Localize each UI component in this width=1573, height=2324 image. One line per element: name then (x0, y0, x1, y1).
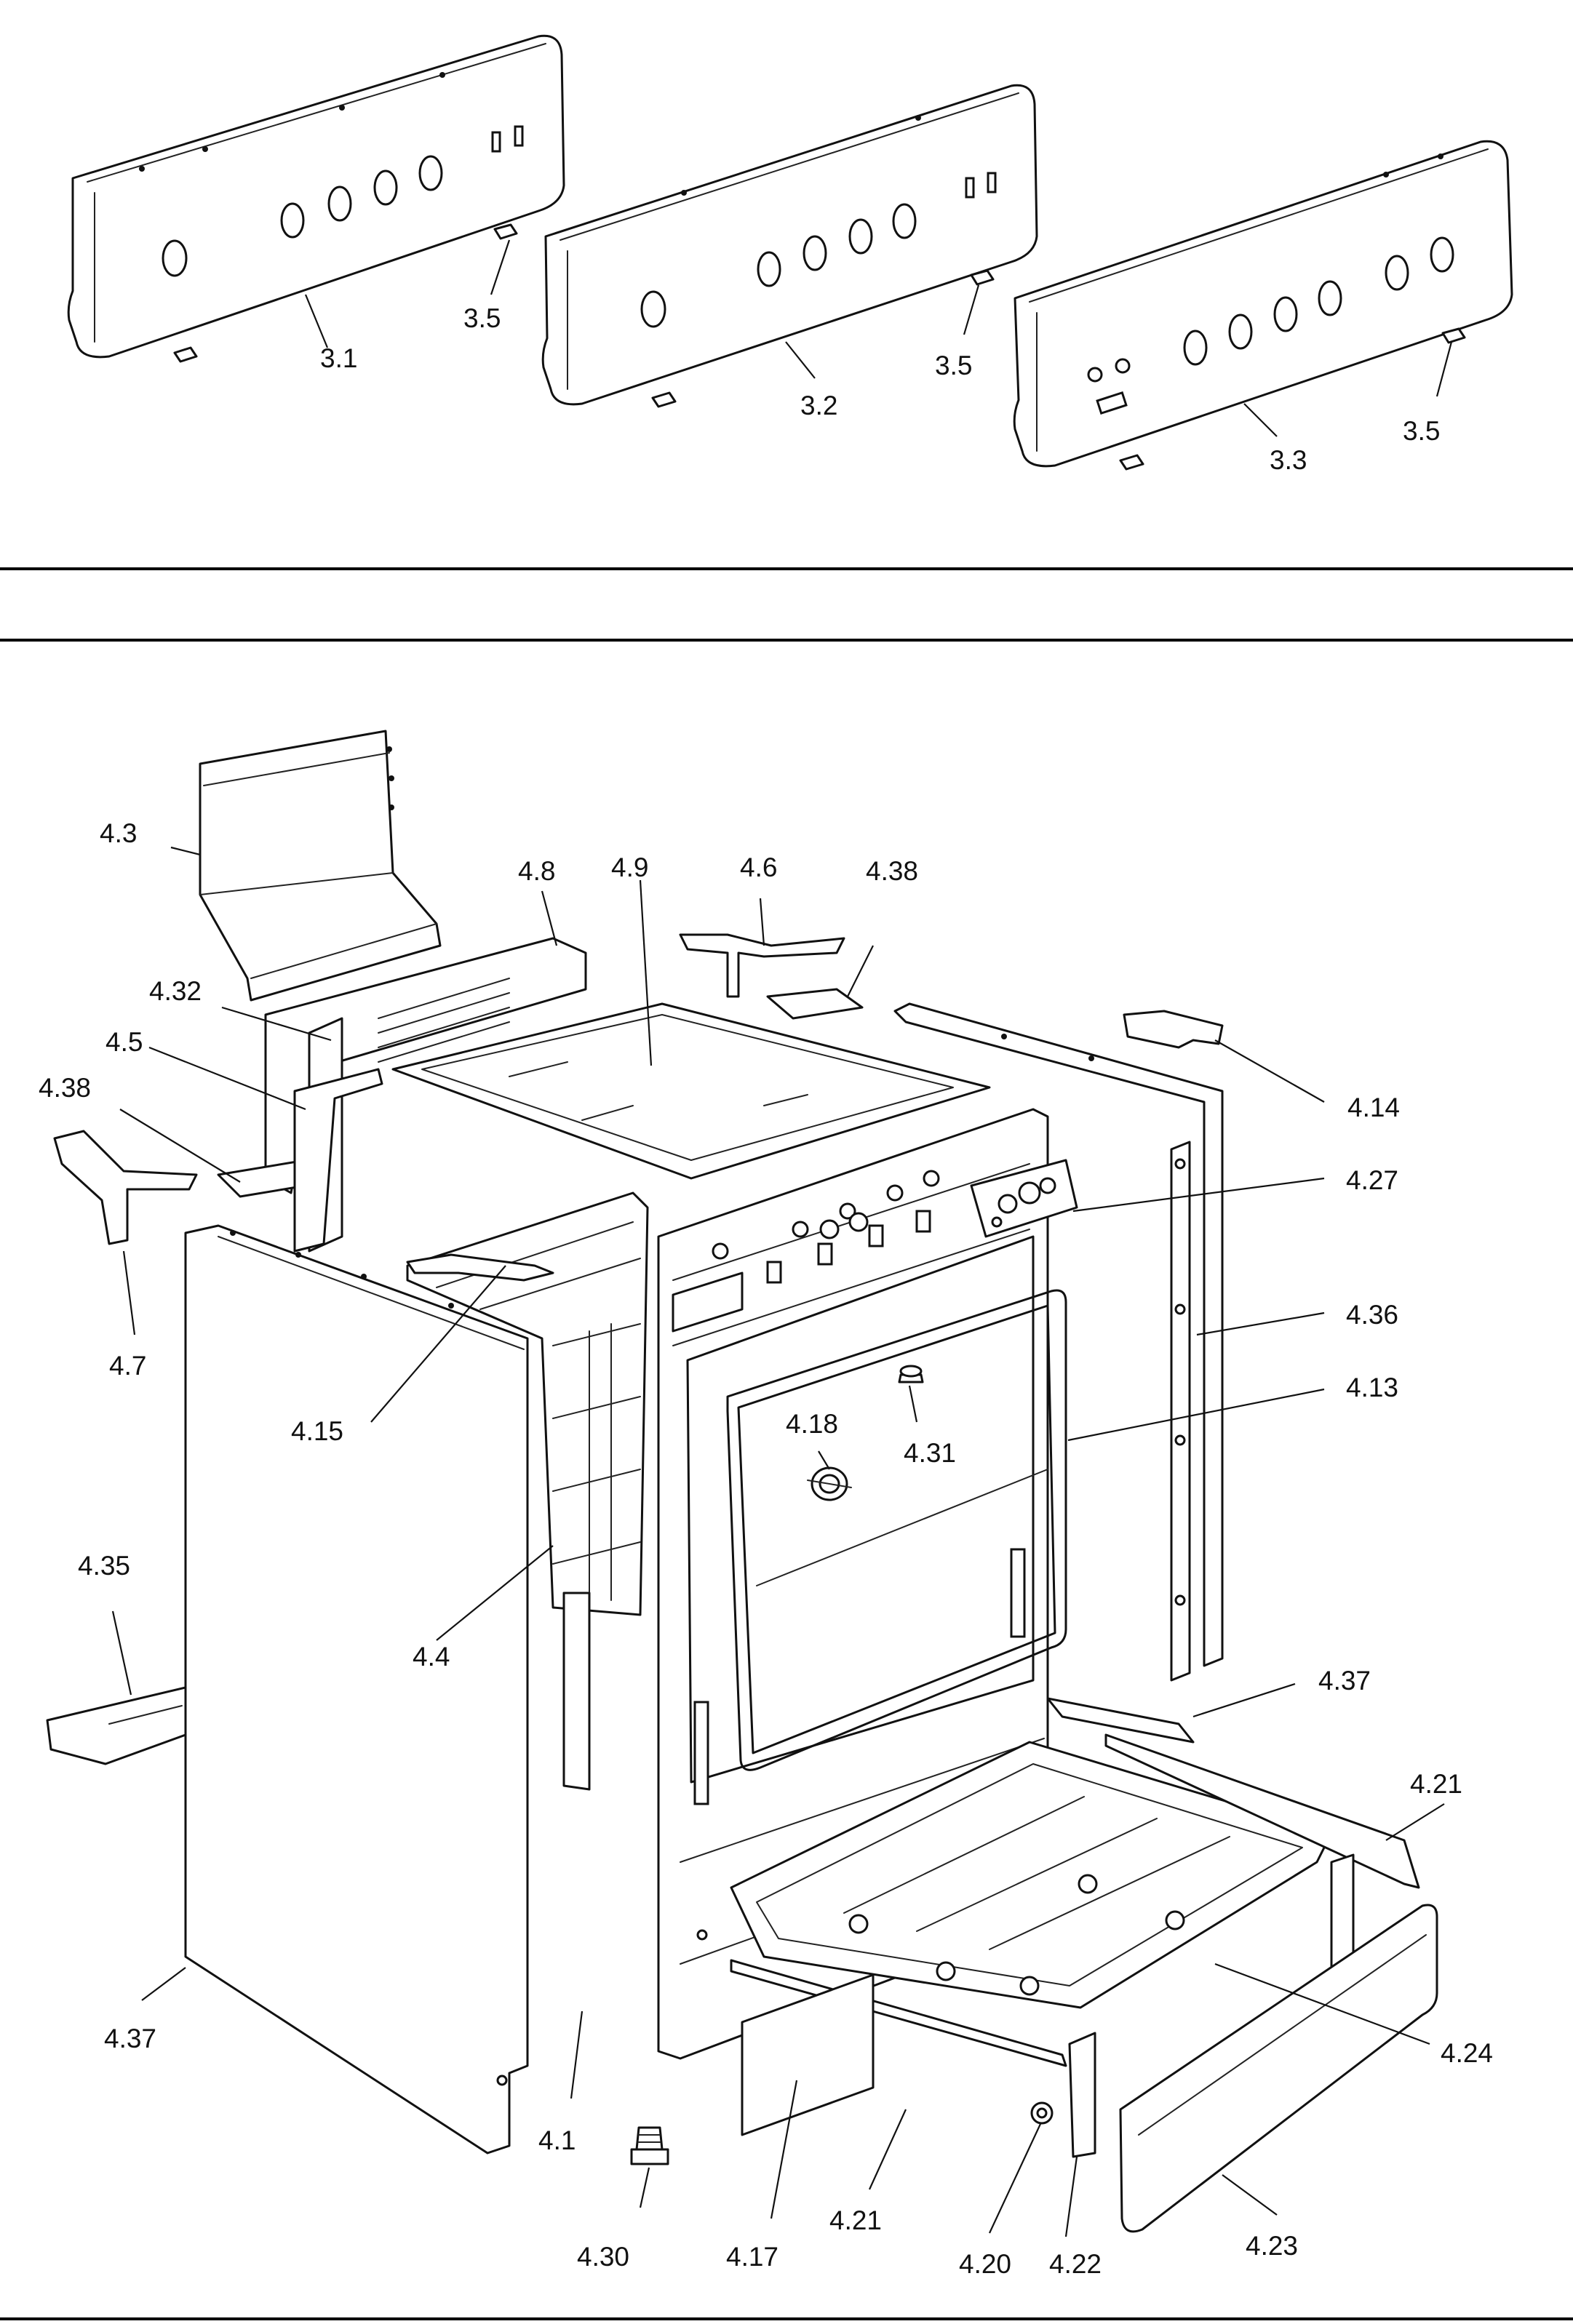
part-4-35-bottom-plate (46, 1686, 187, 1765)
control-panel-3-3 (1013, 140, 1513, 471)
part-4-38-spacer-right (766, 988, 864, 1020)
part-4-5-bracket (293, 1068, 383, 1253)
leader-lines (111, 239, 1453, 2237)
label-4-3: 4.3 (100, 818, 137, 848)
label-4-8: 4.8 (518, 856, 555, 886)
part-4-17-plinth (741, 1973, 875, 2136)
label-4-35: 4.35 (78, 1551, 130, 1581)
part-4-30-adjustable-foot (630, 2126, 669, 2165)
label-3-5-a: 3.5 (463, 303, 501, 333)
label-3-1: 3.1 (320, 343, 357, 373)
label-4-1: 4.1 (538, 2125, 576, 2155)
part-4-31-fitting (898, 1365, 924, 1383)
part-4-9-top-plate (391, 1002, 991, 1180)
part-4-23-drawer-front (1119, 1904, 1438, 2233)
label-4-6: 4.6 (740, 852, 777, 882)
part-4-27-plate (970, 1159, 1078, 1238)
label-4-38-right: 4.38 (866, 856, 918, 886)
control-panel-3-1 (67, 34, 565, 363)
label-4-9: 4.9 (611, 852, 648, 882)
label-4-27: 4.27 (1346, 1165, 1398, 1195)
label-4-38-left: 4.38 (39, 1073, 91, 1103)
part-4-36-side-frame (893, 1002, 1224, 1682)
cavity-liner-strip (562, 1592, 591, 1791)
part-4-24-drawer-tray (730, 1741, 1333, 2009)
label-3-2: 3.2 (800, 391, 837, 420)
part-4-22-runner (1068, 2032, 1096, 2158)
label-4-13: 4.13 (1346, 1373, 1398, 1402)
label-4-21-right: 4.21 (1410, 1769, 1462, 1799)
part-4-13-door-seal (726, 1289, 1067, 1771)
label-4-36: 4.36 (1346, 1300, 1398, 1330)
label-4-7: 4.7 (109, 1351, 146, 1381)
label-4-32: 4.32 (149, 976, 202, 1006)
label-4-37-right: 4.37 (1318, 1666, 1371, 1696)
label-3-5-b: 3.5 (935, 351, 972, 380)
label-4-20: 4.20 (959, 2249, 1011, 2279)
label-4-17: 4.17 (726, 2242, 778, 2272)
part-4-7-bracket (53, 1130, 198, 1245)
part-4-4-insulation (406, 1191, 649, 1616)
label-4-14: 4.14 (1347, 1093, 1400, 1122)
label-4-15: 4.15 (291, 1416, 343, 1446)
label-3-3: 3.3 (1270, 445, 1307, 475)
label-4-22: 4.22 (1049, 2249, 1102, 2279)
part-4-14-bracket (1123, 1010, 1224, 1049)
part-4-20-screw (1030, 2101, 1054, 2125)
part-4-35-detail (108, 1705, 183, 1725)
part-4-37-bracket-right (1046, 1697, 1195, 1744)
label-4-24: 4.24 (1441, 2038, 1493, 2068)
part-4-21-rail-right (1104, 1733, 1420, 1889)
part-4-15-bracket (406, 1253, 554, 1282)
label-4-31: 4.31 (904, 1438, 956, 1468)
callout-labels: 3.1 3.5 3.2 3.5 3.3 3.5 4.3 4.8 4.9 4.6 … (39, 303, 1493, 2279)
label-4-23: 4.23 (1246, 2231, 1298, 2261)
label-4-5: 4.5 (105, 1027, 143, 1057)
part-4-21-rail-lower (730, 1959, 1067, 2067)
part-4-23-edge (1138, 1934, 1427, 2136)
label-4-30: 4.30 (577, 2242, 629, 2272)
control-panel-3-2 (541, 84, 1038, 408)
part-4-18-lamp-holder (807, 1466, 852, 1501)
label-4-18: 4.18 (786, 1409, 838, 1439)
label-4-4: 4.4 (413, 1642, 450, 1672)
part-4-37-side-panel-left (184, 1224, 529, 2155)
label-4-37-left: 4.37 (104, 2024, 156, 2053)
part-4-3-back-panel (199, 730, 442, 1002)
label-3-5-c: 3.5 (1403, 416, 1440, 446)
part-4-6-bracket (679, 933, 845, 998)
label-4-21-lower: 4.21 (829, 2205, 882, 2235)
